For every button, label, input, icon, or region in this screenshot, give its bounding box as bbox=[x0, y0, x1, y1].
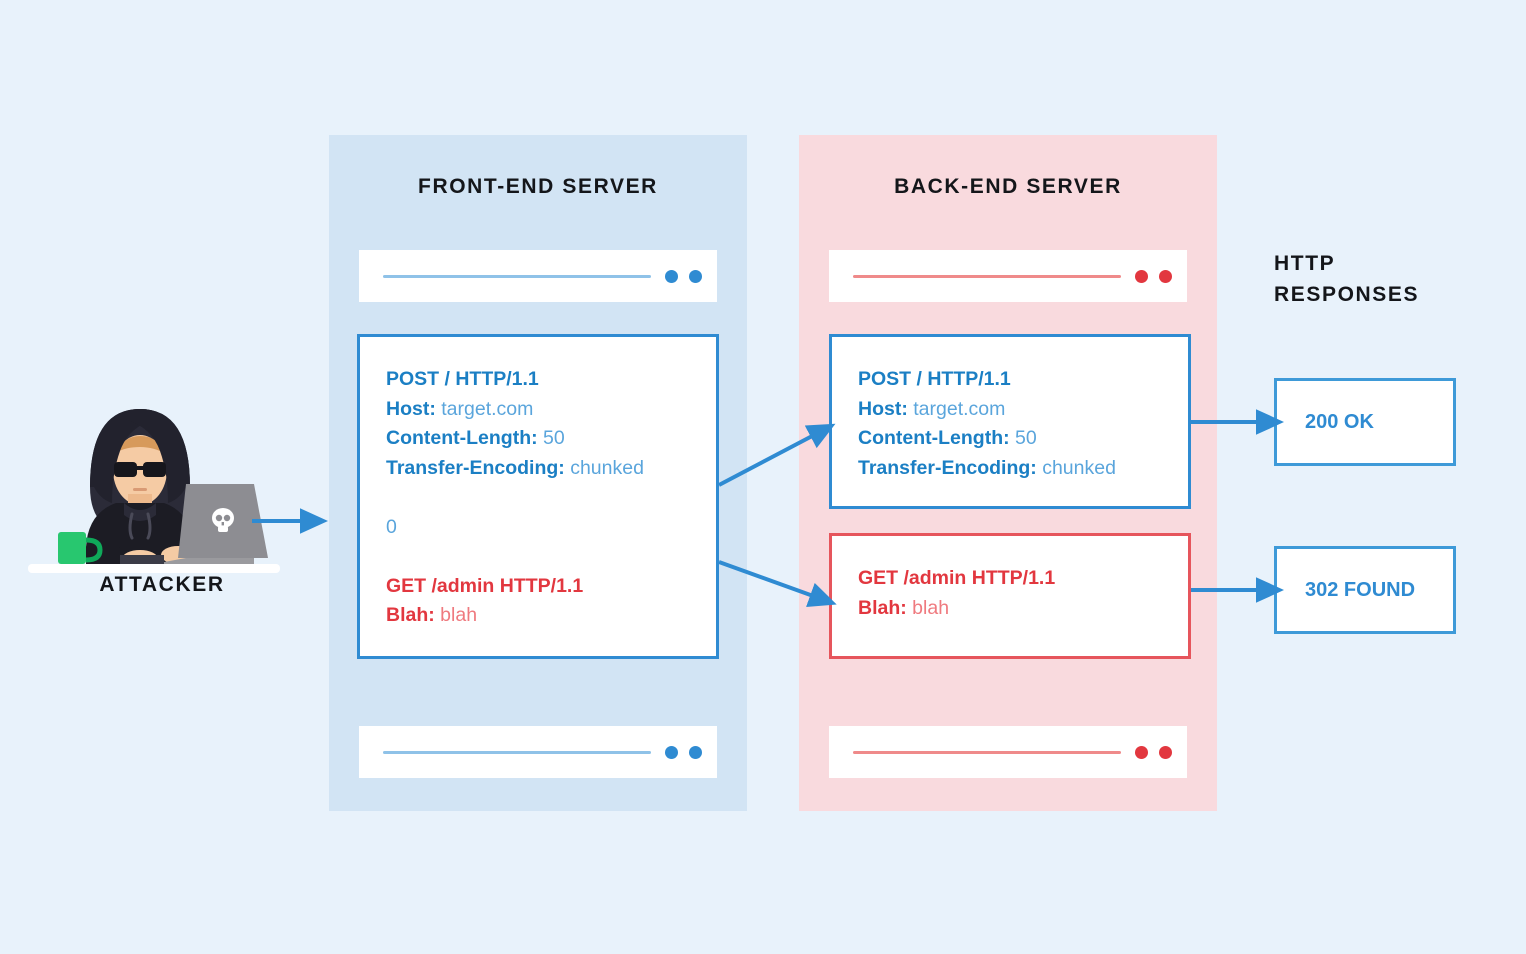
header-value: blah bbox=[440, 604, 478, 626]
header-value: target.com bbox=[441, 397, 534, 420]
header-key: Transfer-Encoding: bbox=[386, 456, 565, 479]
header-value: blah bbox=[912, 596, 950, 619]
browser-dot-icon bbox=[689, 746, 702, 759]
header-value: target.com bbox=[913, 397, 1006, 420]
browser-dot-icon bbox=[1135, 270, 1148, 283]
skull-icon bbox=[212, 508, 234, 532]
blank-line bbox=[386, 542, 716, 572]
request-line: GET /admin HTTP/1.1 bbox=[386, 572, 716, 602]
frontend-request-box: POST / HTTP/1.1 Host: target.com Content… bbox=[357, 334, 719, 659]
http-responses-title: HTTP RESPONSES bbox=[1274, 248, 1494, 310]
request-line: Transfer-Encoding: chunked bbox=[858, 454, 1188, 484]
request-line: POST / HTTP/1.1 bbox=[858, 365, 1188, 395]
frontend-panel-title: FRONT-END SERVER bbox=[418, 175, 658, 198]
request-line: Blah: blah bbox=[386, 601, 716, 631]
backend-browser-bar-bottom bbox=[829, 726, 1187, 778]
request-line: 0 bbox=[386, 513, 716, 543]
request-line: Host: target.com bbox=[386, 395, 716, 425]
backend-request-box-1: POST / HTTP/1.1 Host: target.com Content… bbox=[829, 334, 1191, 509]
chunk-terminator: 0 bbox=[386, 515, 397, 538]
request-line: Blah: blah bbox=[858, 594, 1188, 624]
backend-panel-title: BACK-END SERVER bbox=[894, 175, 1122, 198]
response-box-200: 200 OK bbox=[1274, 378, 1456, 466]
header-key: Blah: bbox=[386, 604, 435, 626]
header-value: 50 bbox=[1015, 427, 1037, 449]
response-status-label: 302 FOUND bbox=[1305, 578, 1416, 601]
responses-title-line-1: HTTP bbox=[1274, 252, 1336, 275]
address-bar-line bbox=[383, 751, 651, 754]
request-line: Host: target.com bbox=[858, 395, 1188, 425]
header-key: Transfer-Encoding: bbox=[858, 456, 1037, 479]
header-value: chunked bbox=[570, 456, 644, 479]
browser-dot-icon bbox=[1159, 270, 1172, 283]
address-bar-line bbox=[853, 275, 1121, 278]
header-key: Blah: bbox=[858, 596, 907, 619]
responses-title-line-2: RESPONSES bbox=[1274, 283, 1420, 306]
backend-request-box-2: GET /admin HTTP/1.1 Blah: blah bbox=[829, 533, 1191, 659]
browser-dot-icon bbox=[1135, 746, 1148, 759]
browser-dot-icon bbox=[665, 746, 678, 759]
header-key: Content-Length: bbox=[858, 427, 1010, 449]
request-method: POST / HTTP/1.1 bbox=[858, 368, 1011, 390]
header-value: chunked bbox=[1042, 456, 1116, 479]
browser-dot-icon bbox=[1159, 746, 1172, 759]
backend-browser-bar-top bbox=[829, 250, 1187, 302]
request-method: POST / HTTP/1.1 bbox=[386, 368, 539, 390]
header-key: Host: bbox=[386, 397, 436, 420]
request-line: Content-Length: 50 bbox=[386, 424, 716, 454]
frontend-browser-bar-bottom bbox=[359, 726, 717, 778]
smuggled-request-method: GET /admin HTTP/1.1 bbox=[858, 567, 1056, 589]
attacker-label: ATTACKER bbox=[99, 573, 225, 596]
request-line: Content-Length: 50 bbox=[858, 424, 1188, 454]
browser-dot-icon bbox=[689, 270, 702, 283]
request-line: Transfer-Encoding: chunked bbox=[386, 454, 716, 484]
header-key: Host: bbox=[858, 397, 908, 420]
header-value: 50 bbox=[543, 427, 565, 449]
address-bar-line bbox=[853, 751, 1121, 754]
request-line: GET /admin HTTP/1.1 bbox=[858, 564, 1188, 594]
response-status-label: 200 OK bbox=[1305, 410, 1374, 433]
address-bar-line bbox=[383, 275, 651, 278]
response-box-302: 302 FOUND bbox=[1274, 546, 1456, 634]
header-key: Content-Length: bbox=[386, 427, 538, 449]
blank-line bbox=[386, 483, 716, 513]
frontend-browser-bar-top bbox=[359, 250, 717, 302]
smuggled-request-method: GET /admin HTTP/1.1 bbox=[386, 574, 584, 597]
attacker-illustration bbox=[28, 392, 296, 612]
request-line: POST / HTTP/1.1 bbox=[386, 365, 716, 395]
browser-dot-icon bbox=[665, 270, 678, 283]
